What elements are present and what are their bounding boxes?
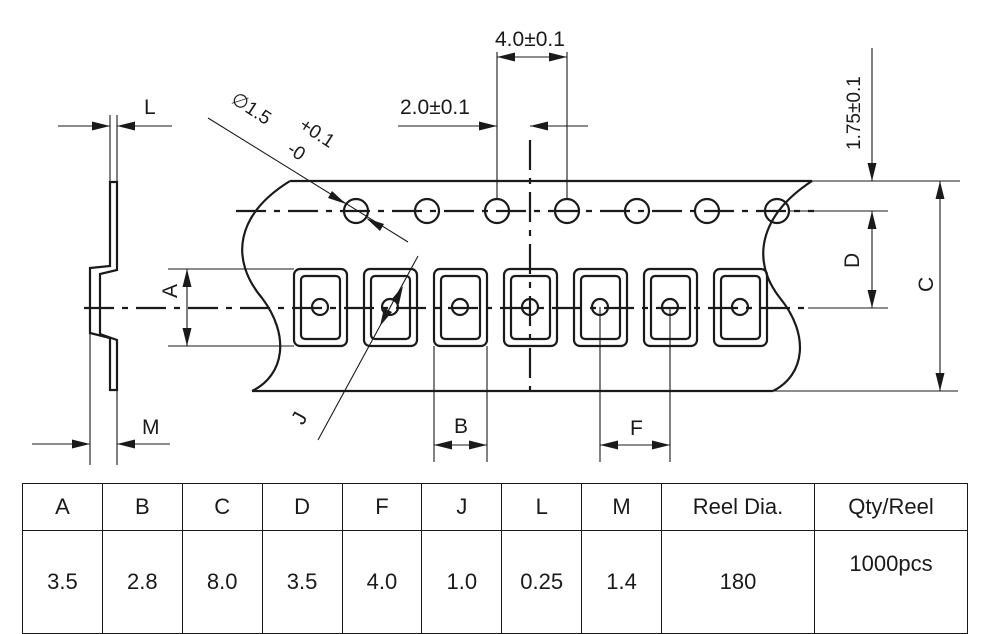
sprocket-holes [342, 197, 791, 225]
dimension-M: M [32, 416, 170, 449]
dimension-edge-to-hole: 1.75±0.1 [790, 48, 960, 212]
pocket [432, 267, 489, 348]
label-hole-tol-minus: -0 [283, 139, 309, 166]
label-C: C [915, 277, 938, 292]
header-cell: Qty/Reel [814, 483, 968, 531]
dimension-F: F [599, 307, 671, 462]
dimension-A: A [159, 268, 294, 347]
header-cell: M [581, 483, 662, 531]
label-edge-to-hole: 1.75±0.1 [844, 76, 865, 150]
dimension-table: A B C D F J L M Reel Dia. Qty/Reel 3.5 2… [22, 483, 968, 634]
tape-side-profile [88, 115, 119, 465]
header-cell: F [341, 483, 423, 531]
header-cell: Reel Dia. [661, 483, 815, 531]
dimension-C: C [773, 181, 958, 392]
pocket [712, 267, 769, 348]
dimension-B: B [433, 346, 488, 462]
header-cell: L [501, 483, 583, 531]
label-hole-pitch: 4.0±0.1 [495, 28, 565, 51]
header-cell: A [22, 483, 103, 531]
value-cell: 8.0 [181, 530, 263, 634]
label-L: L [144, 96, 156, 119]
tape-outline [241, 179, 813, 393]
label-hole-to-pocket: 2.0±0.1 [400, 96, 470, 119]
header-cell: J [421, 483, 503, 531]
dimension-L: L [58, 96, 172, 131]
table-header-row: A B C D F J L M Reel Dia. Qty/Reel [22, 483, 968, 531]
label-A: A [159, 284, 182, 298]
dimension-hole-to-pocket: 2.0±0.1 [398, 96, 588, 131]
dimension-hole-pitch: 4.0±0.1 [495, 28, 568, 199]
label-M: M [142, 416, 160, 439]
value-cell: 3.5 [22, 530, 103, 634]
table-value-row: 3.5 2.8 8.0 3.5 4.0 1.0 0.25 1.4 180 100… [22, 530, 968, 634]
header-cell: D [261, 483, 343, 531]
label-F: F [630, 417, 643, 440]
value-cell: 2.8 [101, 530, 183, 634]
label-hole-diameter: ∅1.5 [227, 89, 274, 130]
value-cell: 1000pcs [814, 530, 968, 634]
value-cell: 4.0 [341, 530, 423, 634]
value-cell: 1.4 [581, 530, 662, 634]
dimension-J: J [287, 255, 419, 441]
label-D: D [841, 253, 864, 268]
pocket [292, 267, 349, 348]
value-cell: 3.5 [261, 530, 343, 634]
dimension-D: D [808, 211, 888, 309]
value-cell: 1.0 [421, 530, 503, 634]
pocket [362, 267, 419, 348]
header-cell: C [181, 483, 263, 531]
tape-dimension-drawing: L M [32, 28, 960, 465]
header-cell: B [101, 483, 183, 531]
dimension-hole-diameter: ∅1.5 +0.1 -0 [207, 89, 409, 243]
value-cell: 180 [661, 530, 815, 634]
label-B: B [454, 415, 468, 438]
value-cell: 0.25 [501, 530, 583, 634]
label-J: J [287, 408, 312, 428]
